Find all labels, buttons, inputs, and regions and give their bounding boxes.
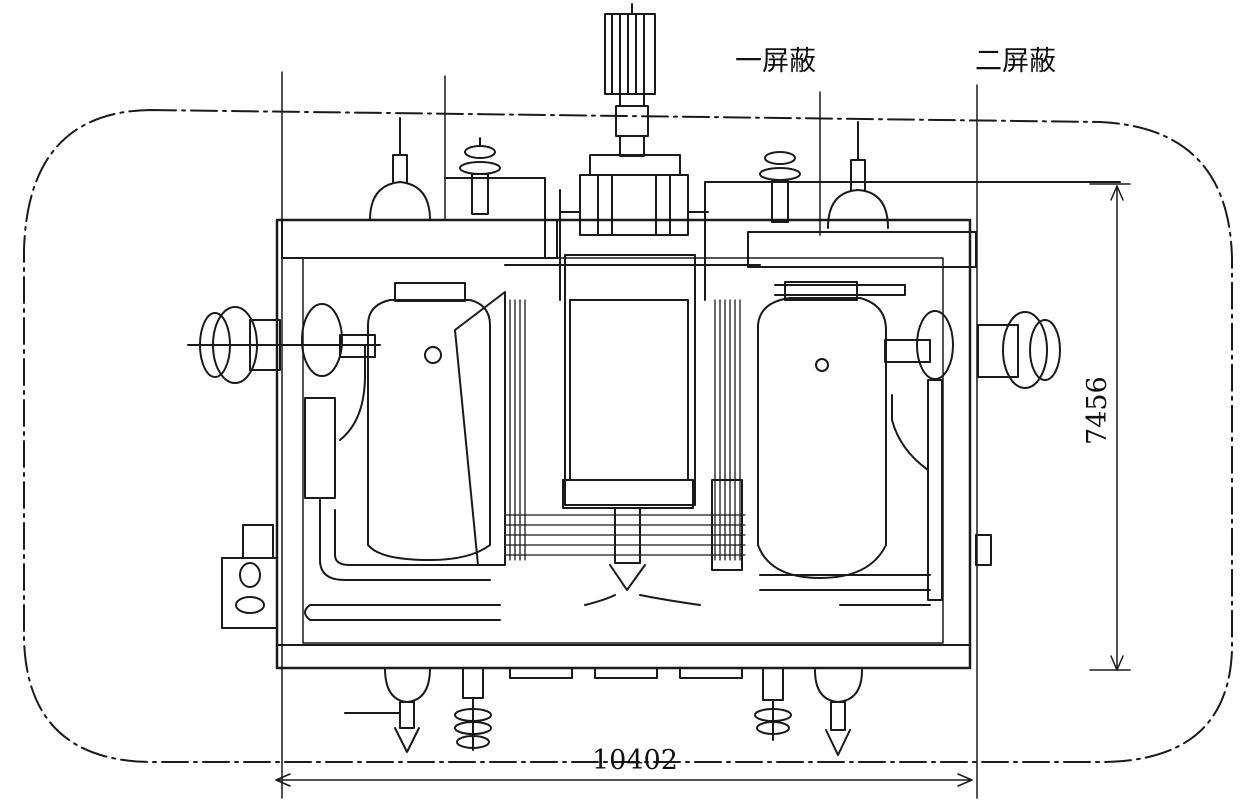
left-winding-slanted-plate	[454, 291, 506, 566]
top-left-cover-plate	[281, 219, 558, 259]
width-dimension-text: 10402	[592, 745, 678, 776]
left-lower-pipe-run	[319, 499, 491, 581]
left-connecting-pipe	[339, 344, 366, 441]
central-core-block	[564, 254, 696, 506]
right-lower-cylinder	[711, 479, 743, 571]
bottom-pad-3	[679, 667, 743, 679]
bottom-pad-2	[594, 667, 658, 679]
central-core-lower	[562, 479, 694, 509]
width-dimension-line	[275, 773, 973, 787]
right-bushing-stem	[850, 121, 866, 191]
bottom-left-bulb-valve	[344, 667, 431, 753]
core-laminations	[504, 299, 746, 561]
left-side-bushing	[187, 303, 381, 384]
left-bottom-manifold	[304, 604, 501, 621]
height-dimension-line	[1089, 183, 1131, 671]
transport-envelope-outline	[23, 109, 1233, 763]
tank-body-outline	[275, 218, 972, 670]
right-winding-cylinder	[757, 297, 887, 579]
height-dimension-text: 7456	[1082, 376, 1113, 445]
central-hv-bushing	[559, 3, 709, 236]
right-winding-lug	[815, 358, 829, 372]
right-vertical-pipe	[927, 379, 943, 601]
shield-1-label: 一屏蔽	[735, 46, 816, 77]
left-winding-cap	[394, 282, 466, 302]
bottom-left-stacked-valve	[454, 667, 492, 751]
left-vertical-cooler	[304, 397, 336, 499]
left-external-valve-assembly	[221, 524, 278, 629]
right-conservator-bulb	[827, 189, 889, 229]
bottom-center-valve	[584, 507, 701, 606]
right-side-bushing	[884, 310, 1061, 389]
bottom-right-bulb-valve	[814, 669, 863, 756]
top-left-raised-cover	[444, 177, 546, 259]
central-core-inner	[569, 299, 689, 481]
shield-2-label: 二屏蔽	[975, 46, 1056, 77]
left-conservator-bulb	[369, 181, 431, 221]
top-right-cover-plate	[747, 231, 977, 268]
right-external-fitting	[975, 534, 992, 566]
left-bushing-stem	[392, 117, 408, 183]
right-connecting-pipe	[891, 394, 929, 471]
right-winding-pipe	[774, 284, 906, 296]
top-left-valve	[459, 137, 501, 215]
right-winding-cap	[784, 281, 858, 301]
left-winding-lug	[424, 346, 442, 364]
bottom-right-stacked-valve	[754, 667, 792, 741]
left-winding-cylinder	[367, 299, 491, 561]
bottom-pad-1	[509, 667, 573, 679]
top-right-valve	[759, 151, 801, 223]
right-lower-pipe-run	[759, 574, 931, 606]
